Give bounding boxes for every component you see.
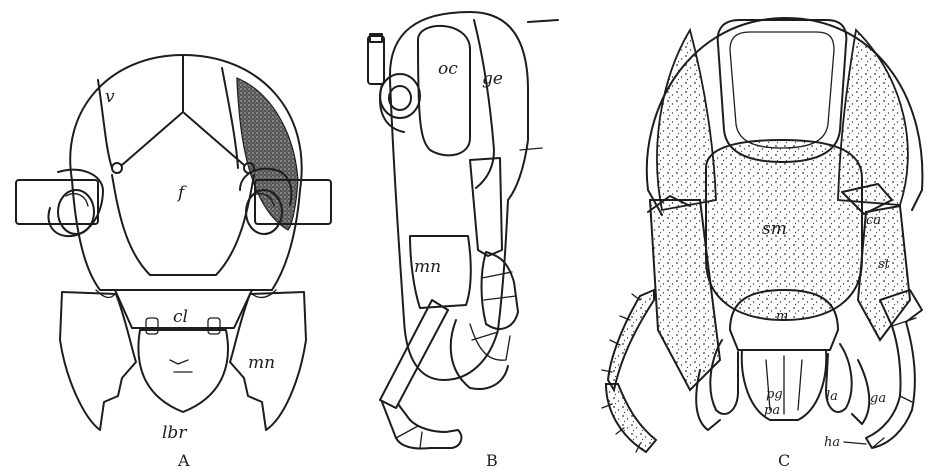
- label-ge: ge: [482, 69, 503, 89]
- labial-palp-b: [451, 320, 508, 389]
- gula-inner: [730, 32, 834, 148]
- leader-ha: [844, 442, 866, 444]
- label-cl: cl: [173, 307, 188, 327]
- label-pa: pa: [764, 403, 780, 418]
- label-oc: oc: [438, 59, 458, 79]
- antenna-base-left: [16, 170, 103, 236]
- figure-b: oc ge mn B: [368, 12, 558, 470]
- labrum-knob-left: [146, 318, 158, 334]
- figure-c: sm ca st m pg pa la ga ha C: [602, 18, 922, 470]
- label-st: st: [878, 257, 891, 272]
- lacinia-right: [852, 360, 869, 424]
- label-ga: ga: [870, 391, 886, 406]
- palp-joints: [396, 426, 422, 448]
- compound-eye-b: [418, 26, 470, 155]
- maxilla-b: [470, 158, 502, 256]
- label-ha: ha: [824, 435, 840, 450]
- maxillary-palp-left: [608, 290, 654, 390]
- palp-segments: [470, 272, 516, 360]
- label-mn-a: mn: [248, 353, 275, 373]
- caption-b: B: [486, 451, 498, 470]
- label-ca: ca: [866, 213, 881, 228]
- labrum: [138, 330, 228, 412]
- label-la: la: [826, 389, 838, 404]
- label-lbr: lbr: [162, 423, 187, 443]
- long-palp-tip-b: [382, 402, 461, 449]
- label-pg: pg: [766, 387, 783, 402]
- figure-a: v f cl mn lbr A: [16, 55, 331, 470]
- long-palp-b: [380, 300, 448, 408]
- label-mn-b: mn: [414, 257, 441, 277]
- maxillary-palp-left-tip: [606, 384, 656, 452]
- label-sm: sm: [762, 219, 787, 239]
- epicranial-suture: [122, 56, 244, 165]
- label-m: m: [776, 309, 788, 324]
- caption-c: C: [778, 451, 790, 470]
- caption-a: A: [177, 451, 190, 470]
- antennal-pivot-left: [112, 163, 122, 173]
- label-f: f: [176, 183, 187, 203]
- labrum-marks: [170, 360, 192, 372]
- gena-suture-b: [474, 20, 494, 188]
- label-v: v: [105, 87, 115, 107]
- head-capsule-b: [390, 12, 528, 380]
- labrum-knob-right: [208, 318, 220, 334]
- neck-line: [528, 20, 558, 22]
- neck-process: [520, 148, 542, 150]
